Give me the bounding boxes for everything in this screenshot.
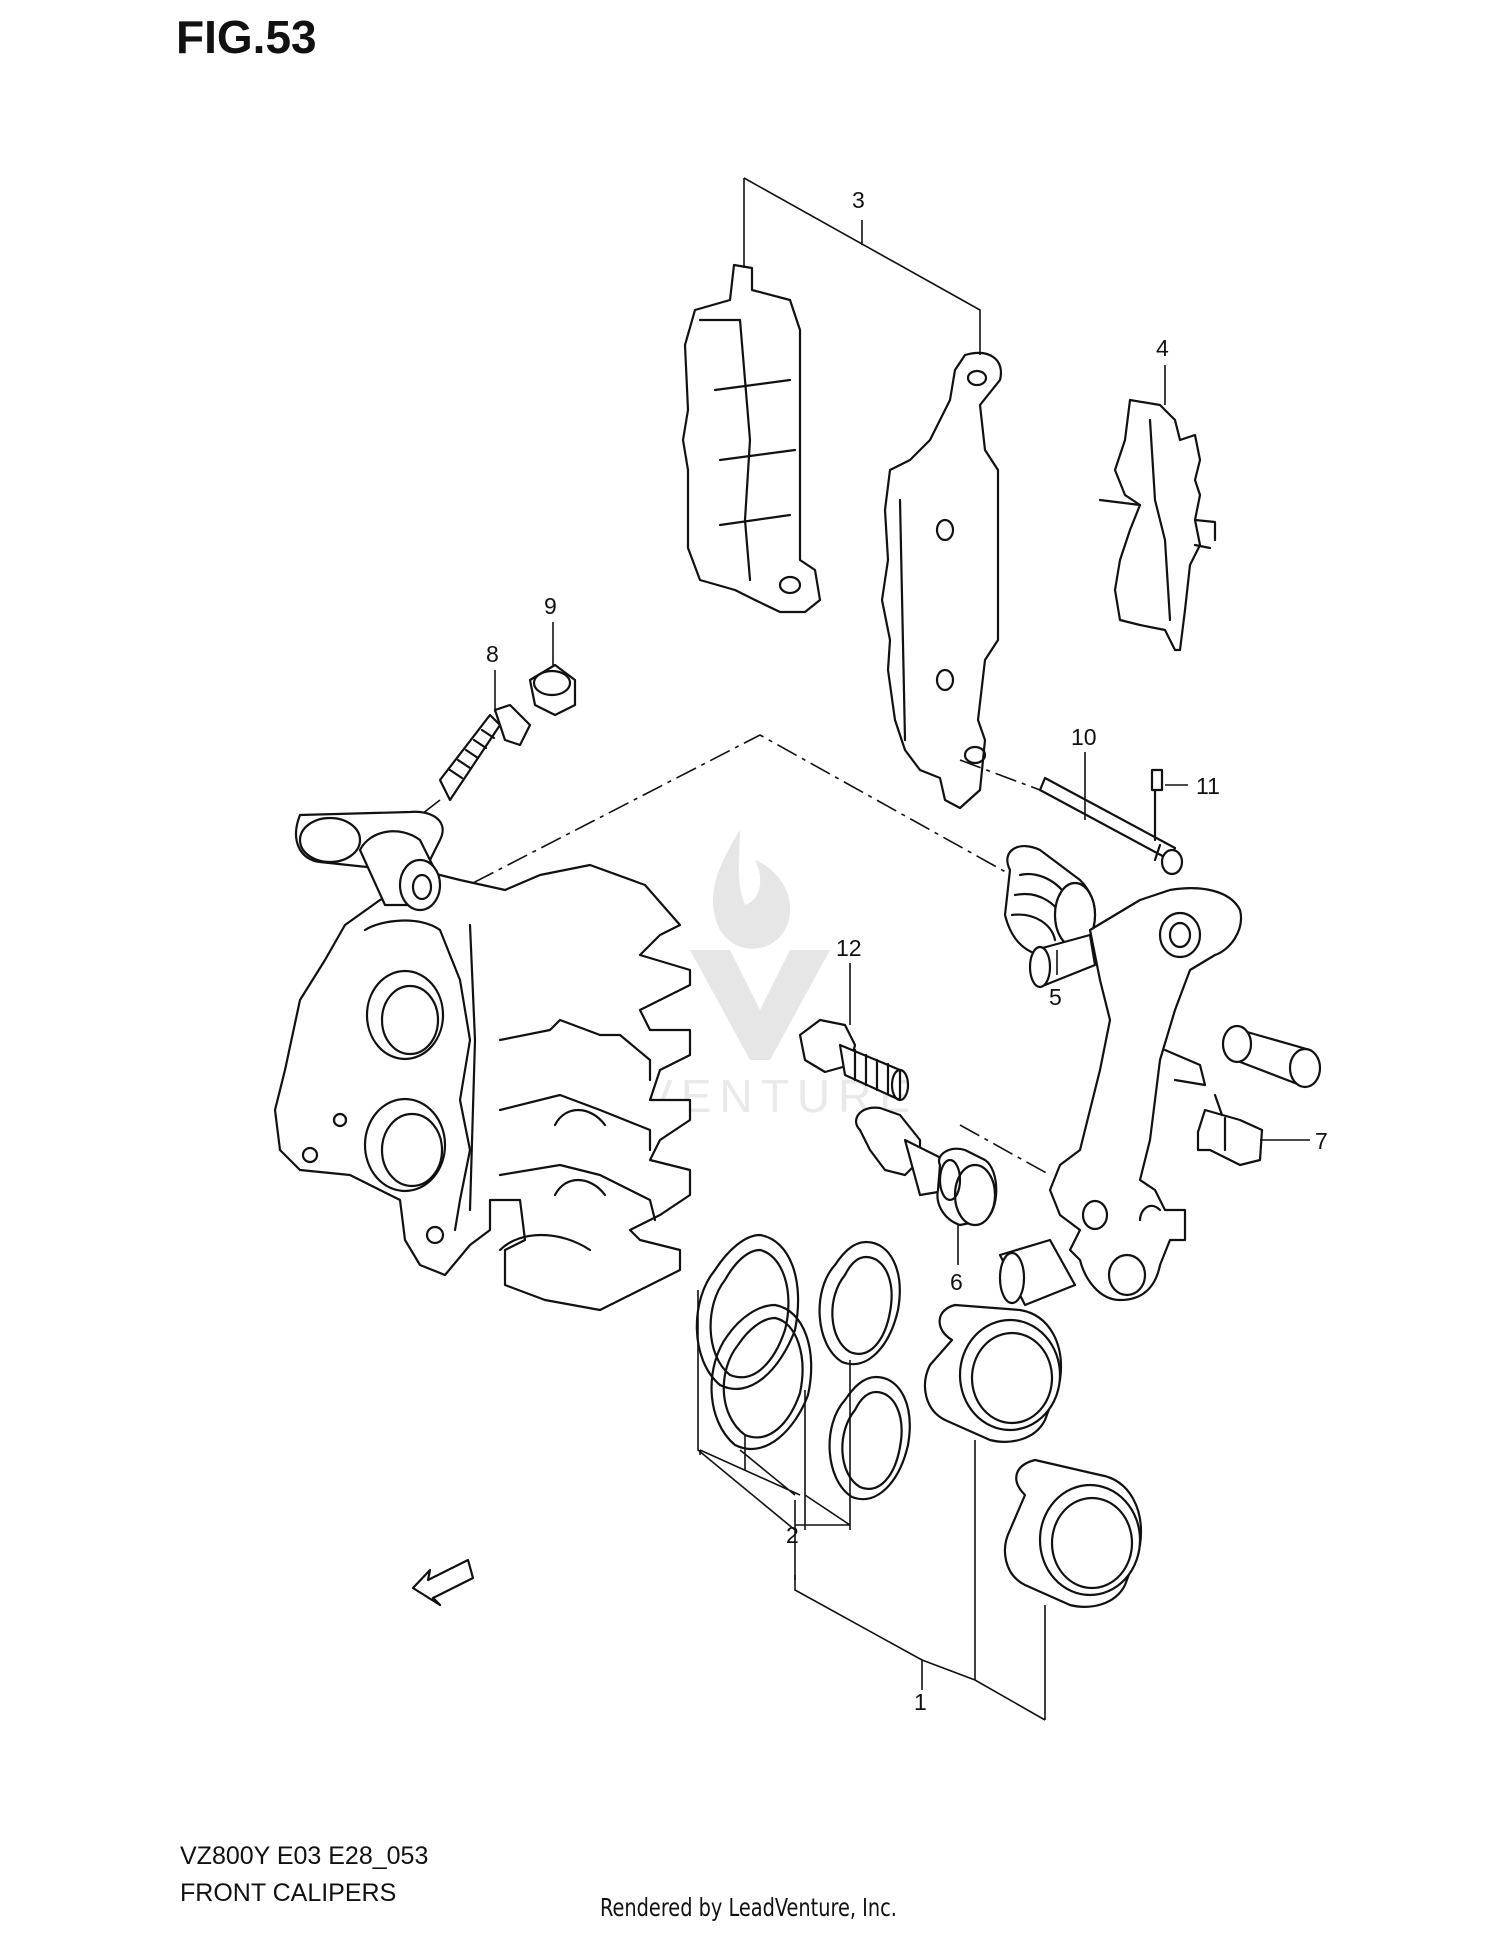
part-12-bolt [798,1018,910,1102]
part-2-seals [695,1233,911,1501]
part-6-slide-boot [855,1106,998,1227]
part-3-brake-pad-back [880,351,1003,810]
part-8-bleeder-screw [438,703,532,802]
caliper-bracket [1048,887,1243,1302]
render-credit: Rendered by LeadVenture, Inc. [600,1893,897,1922]
part-5-boot [1003,845,1097,957]
assembly-line-slide [959,1124,1051,1176]
part-9-bleeder-cap [528,663,577,717]
callout-8: 8 [486,641,499,667]
slide-pin-lower [998,933,1097,1307]
model-code: VZ800Y E03 E28_053 [180,1842,429,1870]
part-7-bracket-clip [1196,1093,1264,1167]
callout-5: 5 [1049,984,1062,1010]
callout-7: 7 [1315,1128,1328,1154]
leader-3 [743,177,981,355]
caliper-body [273,810,692,1312]
part-11-clip [1150,768,1164,842]
figure-title: FIG.53 [176,11,317,63]
part-10-pad-pin [1038,776,1184,876]
callout-10: 10 [1071,724,1097,750]
leader-1 [794,1440,1046,1721]
leader-2 [697,1290,851,1545]
callout-12: 12 [836,935,862,961]
callout-6: 6 [950,1269,963,1295]
callout-4: 4 [1156,335,1169,361]
part-1-pistons [923,1303,1143,1608]
callout-1: 1 [914,1689,927,1715]
callout-9: 9 [544,593,557,619]
assembly-line-boot [439,734,1021,901]
part-3-brake-pad-front [681,263,822,614]
callout-3: 3 [852,187,865,213]
fwd-direction-arrow: FWD [411,1558,475,1607]
callout-11: 11 [1196,773,1220,799]
assembly-line-pin [959,759,1041,791]
callout-2: 2 [786,1522,799,1548]
part-4-pad-spring [1098,398,1217,652]
section-name: FRONT CALIPERS [180,1879,397,1907]
slide-pin-upper [1221,1024,1322,1089]
